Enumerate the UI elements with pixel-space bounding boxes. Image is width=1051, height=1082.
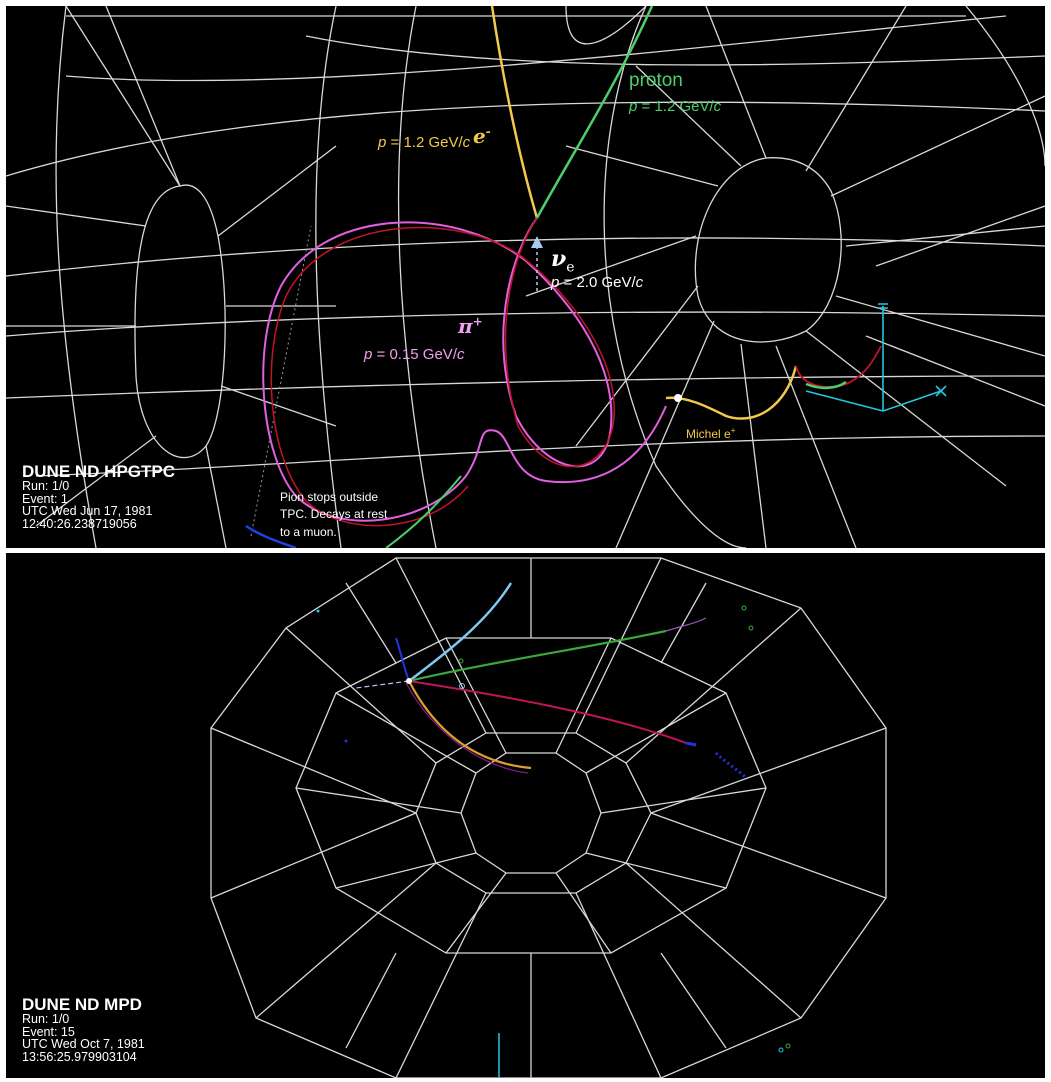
proton-momentum: p = 1.2 GeV/c	[629, 98, 722, 115]
right-endcap	[694, 157, 842, 343]
blue-hits[interactable]	[714, 751, 748, 780]
hit-dot	[778, 1047, 784, 1053]
event-number: Event: 1	[22, 491, 68, 506]
neutrino-arrow-head	[531, 236, 543, 248]
pion-label: π+	[458, 314, 483, 338]
magenta-track[interactable]	[408, 680, 687, 744]
electron-track[interactable]	[490, 6, 539, 219]
green-track[interactable]	[408, 629, 667, 683]
inner-ring-inner	[460, 752, 602, 874]
display-title: DUNE ND MPD	[22, 995, 142, 1014]
faint-track[interactable]	[665, 617, 707, 632]
hit-dot	[459, 683, 465, 689]
note-line: Pion stops outside	[280, 490, 379, 504]
pion-momentum: p = 0.15 GeV/c	[364, 346, 465, 363]
utc-date: UTC Wed Jun 17, 1981	[22, 504, 153, 518]
electron-label: e-	[473, 124, 491, 148]
hpgtpc-event-display[interactable]: e- p = 1.2 GeV/c proton p = 1.2 GeV/c νe…	[6, 6, 1045, 548]
cyan-track[interactable]	[408, 582, 513, 682]
hit-dot	[316, 609, 320, 613]
display-title: DUNE ND HPGTPC	[22, 462, 176, 481]
utc-time: 13:56:25.979903104	[22, 1049, 137, 1064]
detector-wireframe	[210, 557, 887, 1078]
hit-dot	[785, 1043, 791, 1049]
hpgtpc-geometry-svg	[6, 6, 1045, 548]
secondary-red-track[interactable]	[795, 345, 882, 388]
blue-hit[interactable]	[685, 741, 697, 747]
middle-polygon	[295, 637, 767, 954]
orange-track[interactable]	[408, 680, 532, 770]
blue-track[interactable]	[395, 637, 410, 682]
neutrino-label: νe	[551, 246, 575, 276]
primary-vertex	[406, 678, 412, 684]
event-info-bottom: DUNE ND MPD Run: 1/0 Event: 15 UTC Wed O…	[22, 996, 145, 1063]
inner-ring-outer	[415, 732, 652, 894]
hit-dot	[748, 625, 754, 631]
outer-polygon	[210, 557, 887, 1078]
electron-momentum: p = 1.2 GeV/c	[378, 134, 471, 151]
purple-track[interactable]	[405, 682, 529, 774]
utc-time: 12:40:26.238719056	[22, 516, 137, 531]
hit-dot	[741, 605, 747, 611]
hit-dot	[344, 739, 348, 743]
secondary-green-track[interactable]	[805, 380, 847, 390]
pion-exit-track[interactable]	[385, 475, 462, 548]
dashed-track[interactable]	[355, 680, 410, 689]
particle-tracks[interactable]	[355, 582, 748, 1078]
axes-gizmo	[805, 303, 947, 412]
neutrino-momentum: p = 2.0 GeV/c	[551, 274, 644, 291]
red-track[interactable]	[270, 217, 615, 527]
hit-dot	[458, 658, 464, 664]
pion-track[interactable]	[262, 217, 667, 522]
event-info-top: DUNE ND HPGTPC Run: 1/0 Event: 1 UTC Wed…	[22, 463, 175, 530]
proton-track[interactable]	[535, 6, 654, 219]
run-number: Run: 1/0	[22, 479, 70, 493]
utc-date: UTC Wed Oct 7, 1981	[22, 1037, 145, 1051]
michel-label: Michel e+	[686, 426, 736, 441]
left-endcap	[134, 184, 226, 459]
note-line: TPC. Decays at rest	[280, 507, 388, 522]
michel-track[interactable]	[665, 365, 798, 420]
mpd-geometry-svg	[210, 557, 887, 1078]
mpd-event-display[interactable]: DUNE ND MPD Run: 1/0 Event: 15 UTC Wed O…	[6, 553, 1045, 1078]
particle-tracks[interactable]	[245, 6, 882, 548]
pion-note: Pion stops outside TPC. Decays at rest t…	[280, 489, 387, 541]
event-number: Event: 15	[22, 1024, 75, 1039]
run-number: Run: 1/0	[22, 1012, 70, 1026]
decay-vertex	[674, 394, 682, 402]
proton-label: proton	[629, 70, 683, 91]
note-line: to a muon.	[280, 524, 337, 539]
muon-track[interactable]	[245, 524, 297, 548]
